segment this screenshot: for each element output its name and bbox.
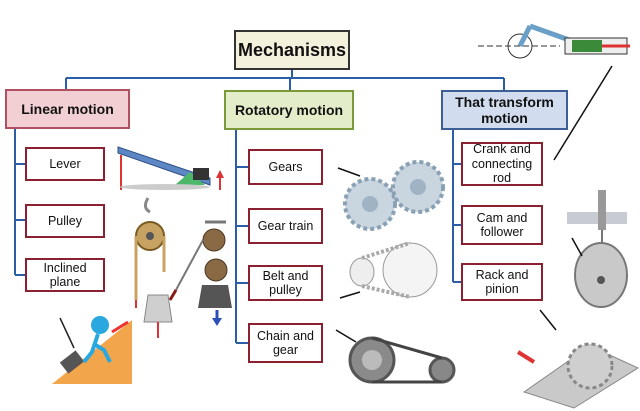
belt-pulley-illustration [339, 241, 438, 299]
item-crank-and-connecting-rod: Crank and connecting rod [461, 142, 543, 186]
lever-illustration [117, 146, 224, 190]
pulley-illustration [134, 197, 232, 338]
cam-follower-illustration [567, 190, 628, 308]
inclined-plane-illustration [52, 316, 132, 384]
crank-rod-illustration [478, 23, 630, 161]
item-cam-and-follower: Cam and follower [461, 205, 543, 245]
item-gears: Gears [248, 149, 323, 185]
item-inclined-plane: Inclined plane [25, 258, 105, 292]
rack-pinion-illustration [516, 309, 640, 409]
gears-illustration [337, 160, 445, 231]
category-linear-motion: Linear motion [5, 89, 130, 129]
item-lever: Lever [25, 147, 105, 181]
chain-gear-illustration [335, 329, 456, 384]
item-chain-and-gear: Chain and gear [248, 323, 323, 363]
category-rotatory-motion: Rotatory motion [224, 90, 354, 130]
diagram-title: Mechanisms [234, 30, 350, 70]
item-belt-and-pulley: Belt and pulley [248, 265, 323, 301]
item-gear-train: Gear train [248, 208, 323, 244]
item-pulley: Pulley [25, 204, 105, 238]
item-rack-and-pinion: Rack and pinion [461, 263, 543, 301]
category-transform-motion: That transform motion [441, 90, 568, 130]
